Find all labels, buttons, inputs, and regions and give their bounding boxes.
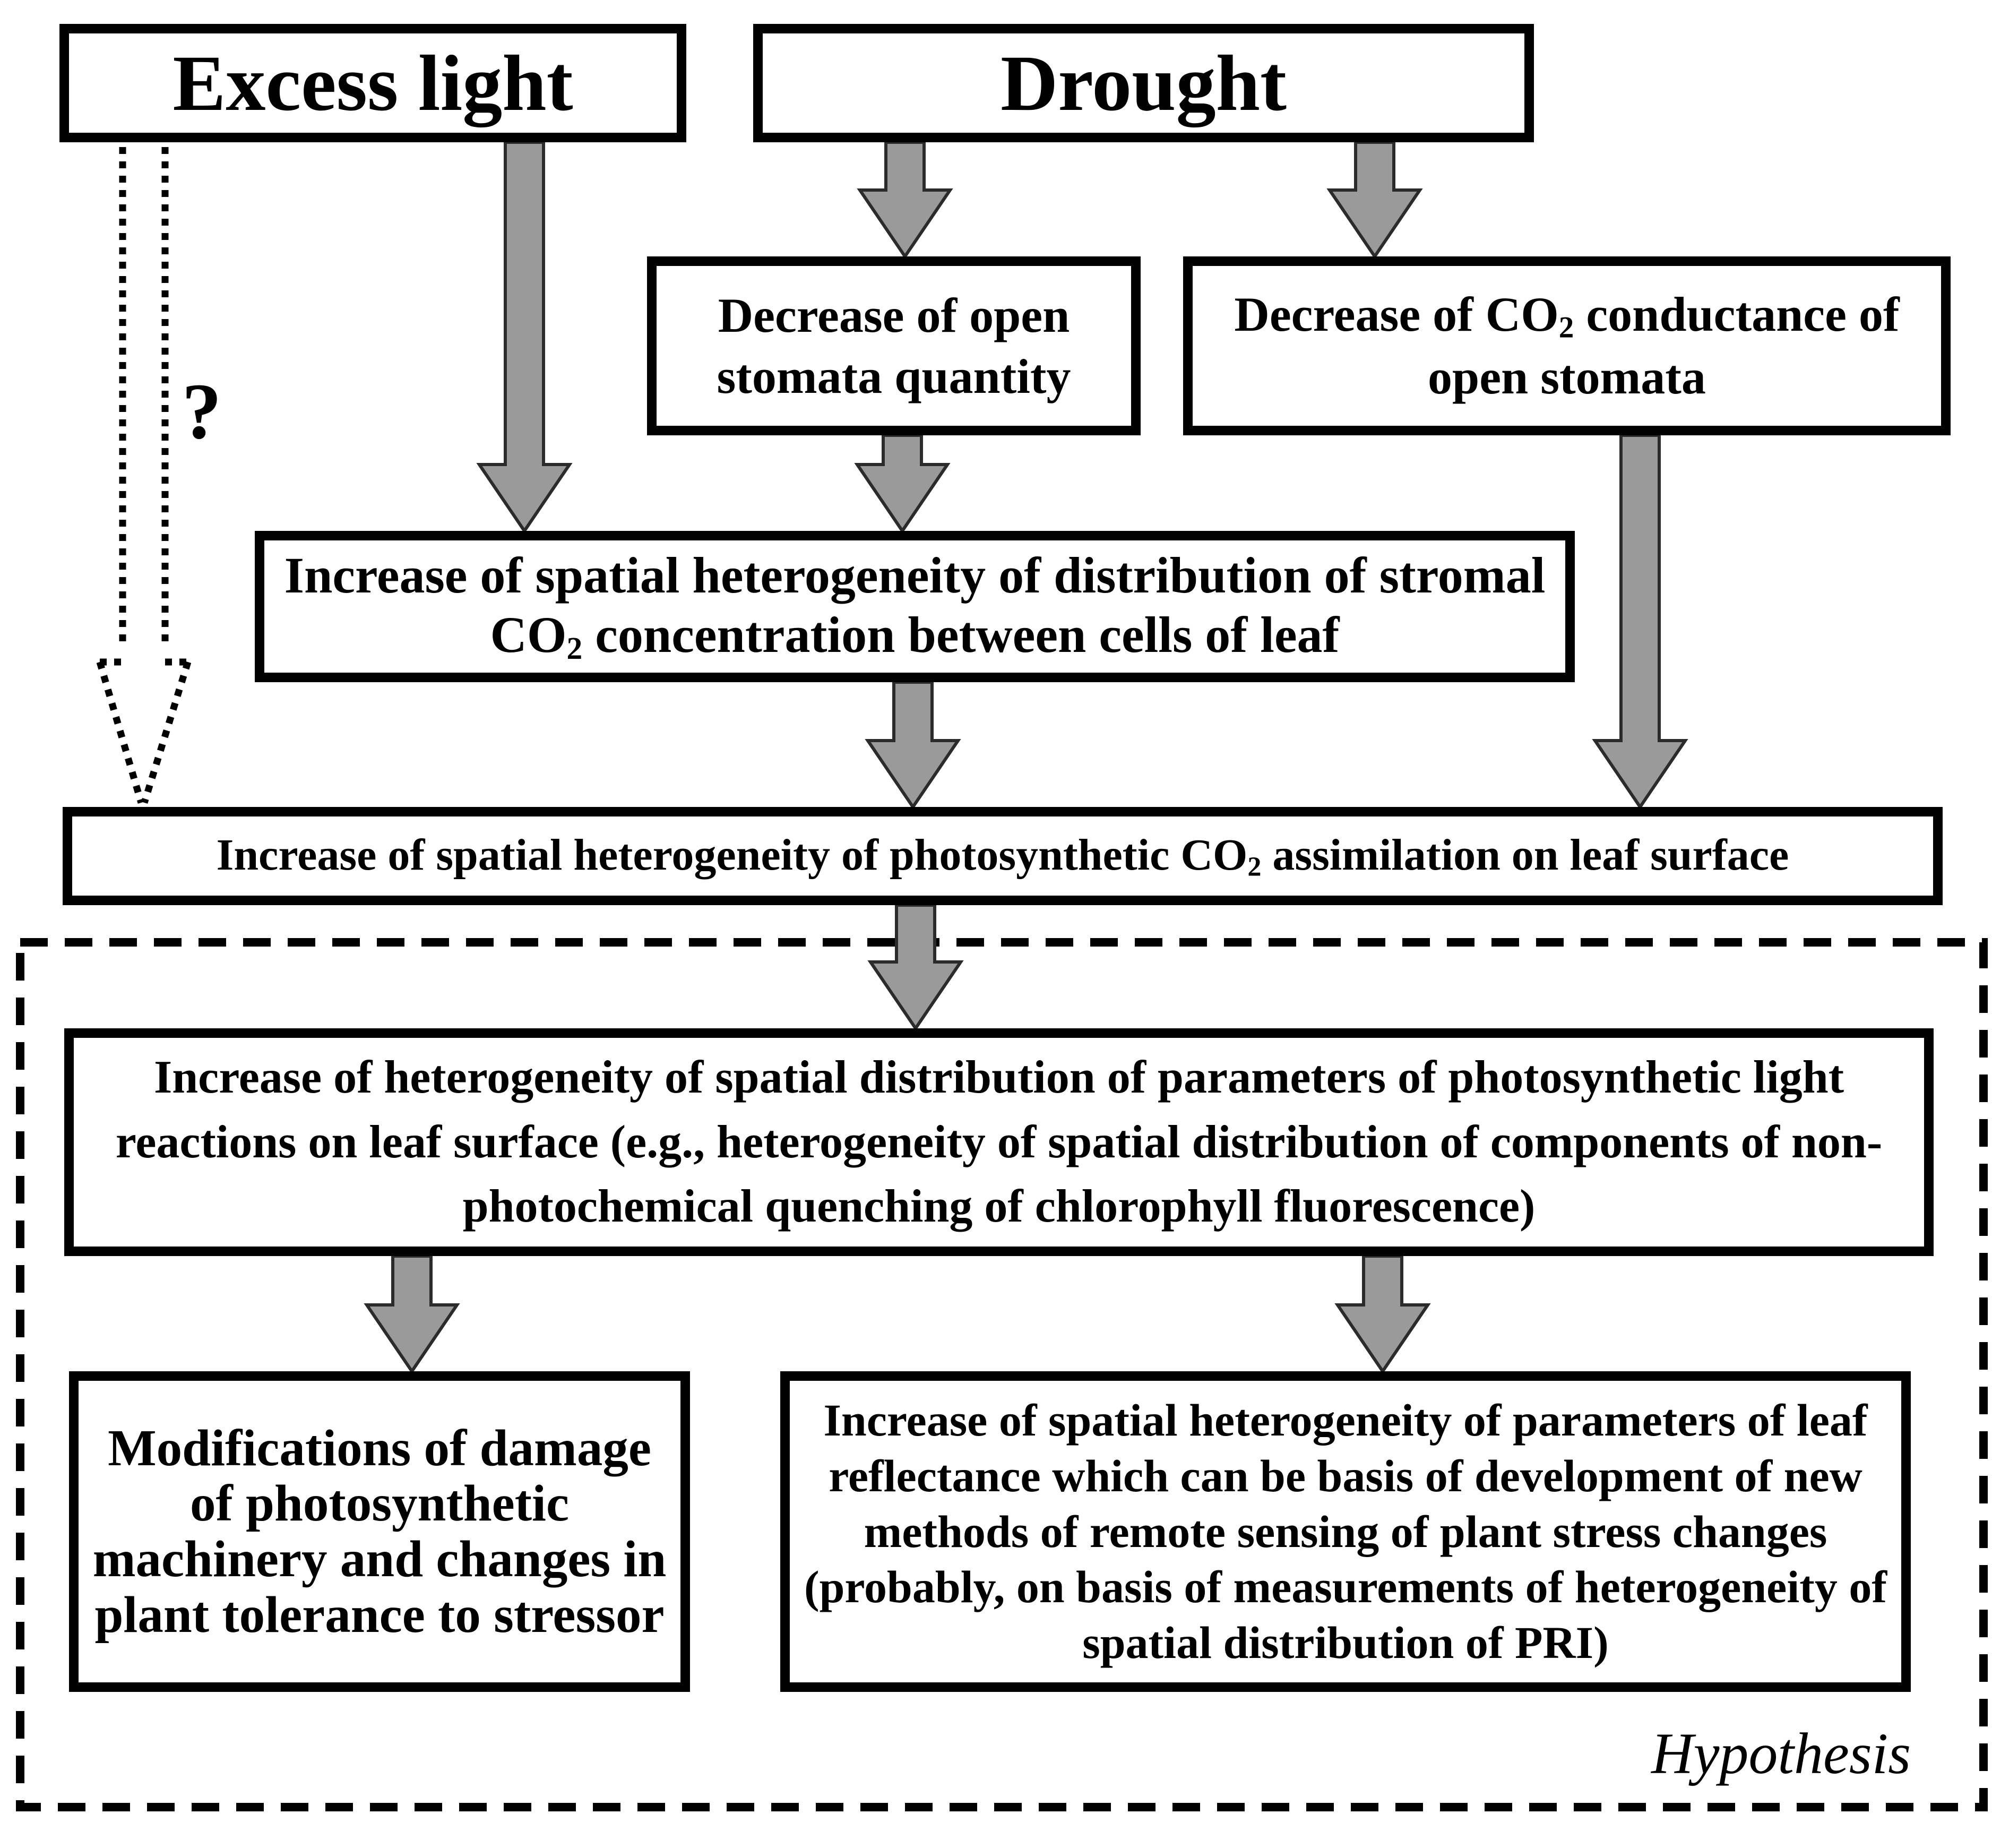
box-drought: Drought [753,24,1534,142]
arrow-excess-light-to-stromal [476,141,573,534]
box-stromal-co2-heterogeneity-label: Increase of spatial heterogeneity of dis… [264,546,1565,667]
arrow-stomata-quantity-to-stromal [854,434,951,534]
dotted-question-arrow [96,147,192,804]
arrow-light-reactions-to-reflectance [1334,1254,1431,1374]
arrow-drought-to-co2-conductance [1326,141,1423,260]
box-stromal-co2-heterogeneity: Increase of spatial heterogeneity of dis… [255,531,1575,682]
dotted-arrow-left-diagonal [96,661,145,804]
box-light-reactions-heterogeneity-label: Increase of heterogeneity of spatial dis… [115,1052,1883,1233]
arrow-assimilation-to-light-reactions [867,904,964,1032]
box-leaf-reflectance-heterogeneity-label: Increase of spatial heterogeneity of par… [804,1394,1887,1669]
box-excess-light-label: Excess light [173,39,573,127]
box-decrease-open-stomata-quantity: Decrease of open stomata quantity [647,256,1141,435]
co2-assimilation-text-pre: Increase of spatial heterogeneity of pho… [216,830,1248,880]
box-drought-label: Drought [1001,39,1287,127]
co2-assimilation-text-post: assimilation on leaf surface [1261,830,1789,880]
box-co2-assimilation-heterogeneity-label: Increase of spatial heterogeneity of pho… [206,829,1800,882]
arrow-stromal-to-assimilation [865,681,961,810]
box-decrease-co2-conductance-label: Decrease of CO2 conductance of open stom… [1193,284,1941,408]
question-mark-label: ? [182,367,222,455]
hypothesis-dashed-border [16,938,1988,1811]
stromal-co2-text-pre: Increase of spatial heterogeneity of dis… [284,546,1546,664]
co2-subscript: 2 [1558,311,1574,345]
box-co2-assimilation-heterogeneity: Increase of spatial heterogeneity of pho… [63,807,1943,905]
co2-conductance-text-pre: Decrease of CO [1234,287,1559,342]
arrow-co2-conductance-to-assimilation [1592,434,1688,810]
dotted-arrow-right-diagonal [141,661,192,804]
arrow-drought-to-stomata-quantity [857,141,953,260]
box-decrease-open-stomata-quantity-label: Decrease of open stomata quantity [717,288,1071,403]
box-decrease-co2-conductance: Decrease of CO2 conductance of open stom… [1183,256,1951,435]
box-damage-modifications: Modifications of damage of photosyntheti… [69,1371,690,1692]
box-leaf-reflectance-heterogeneity: Increase of spatial heterogeneity of par… [780,1371,1911,1692]
co2-subscript: 2 [1247,852,1262,882]
hypothesis-label: Hypothesis [1651,1721,1911,1786]
co2-conductance-text-post: conductance of open stomata [1428,287,1900,404]
box-damage-modifications-label: Modifications of damage of photosyntheti… [92,1419,667,1643]
arrow-light-reactions-to-damage [364,1254,460,1374]
box-excess-light: Excess light [59,24,686,142]
block-arrows [364,141,1688,1374]
co2-subscript: 2 [566,631,583,666]
stromal-co2-text-post: concentration between cells of leaf [582,606,1340,664]
box-light-reactions-heterogeneity: Increase of heterogeneity of spatial dis… [64,1028,1934,1256]
